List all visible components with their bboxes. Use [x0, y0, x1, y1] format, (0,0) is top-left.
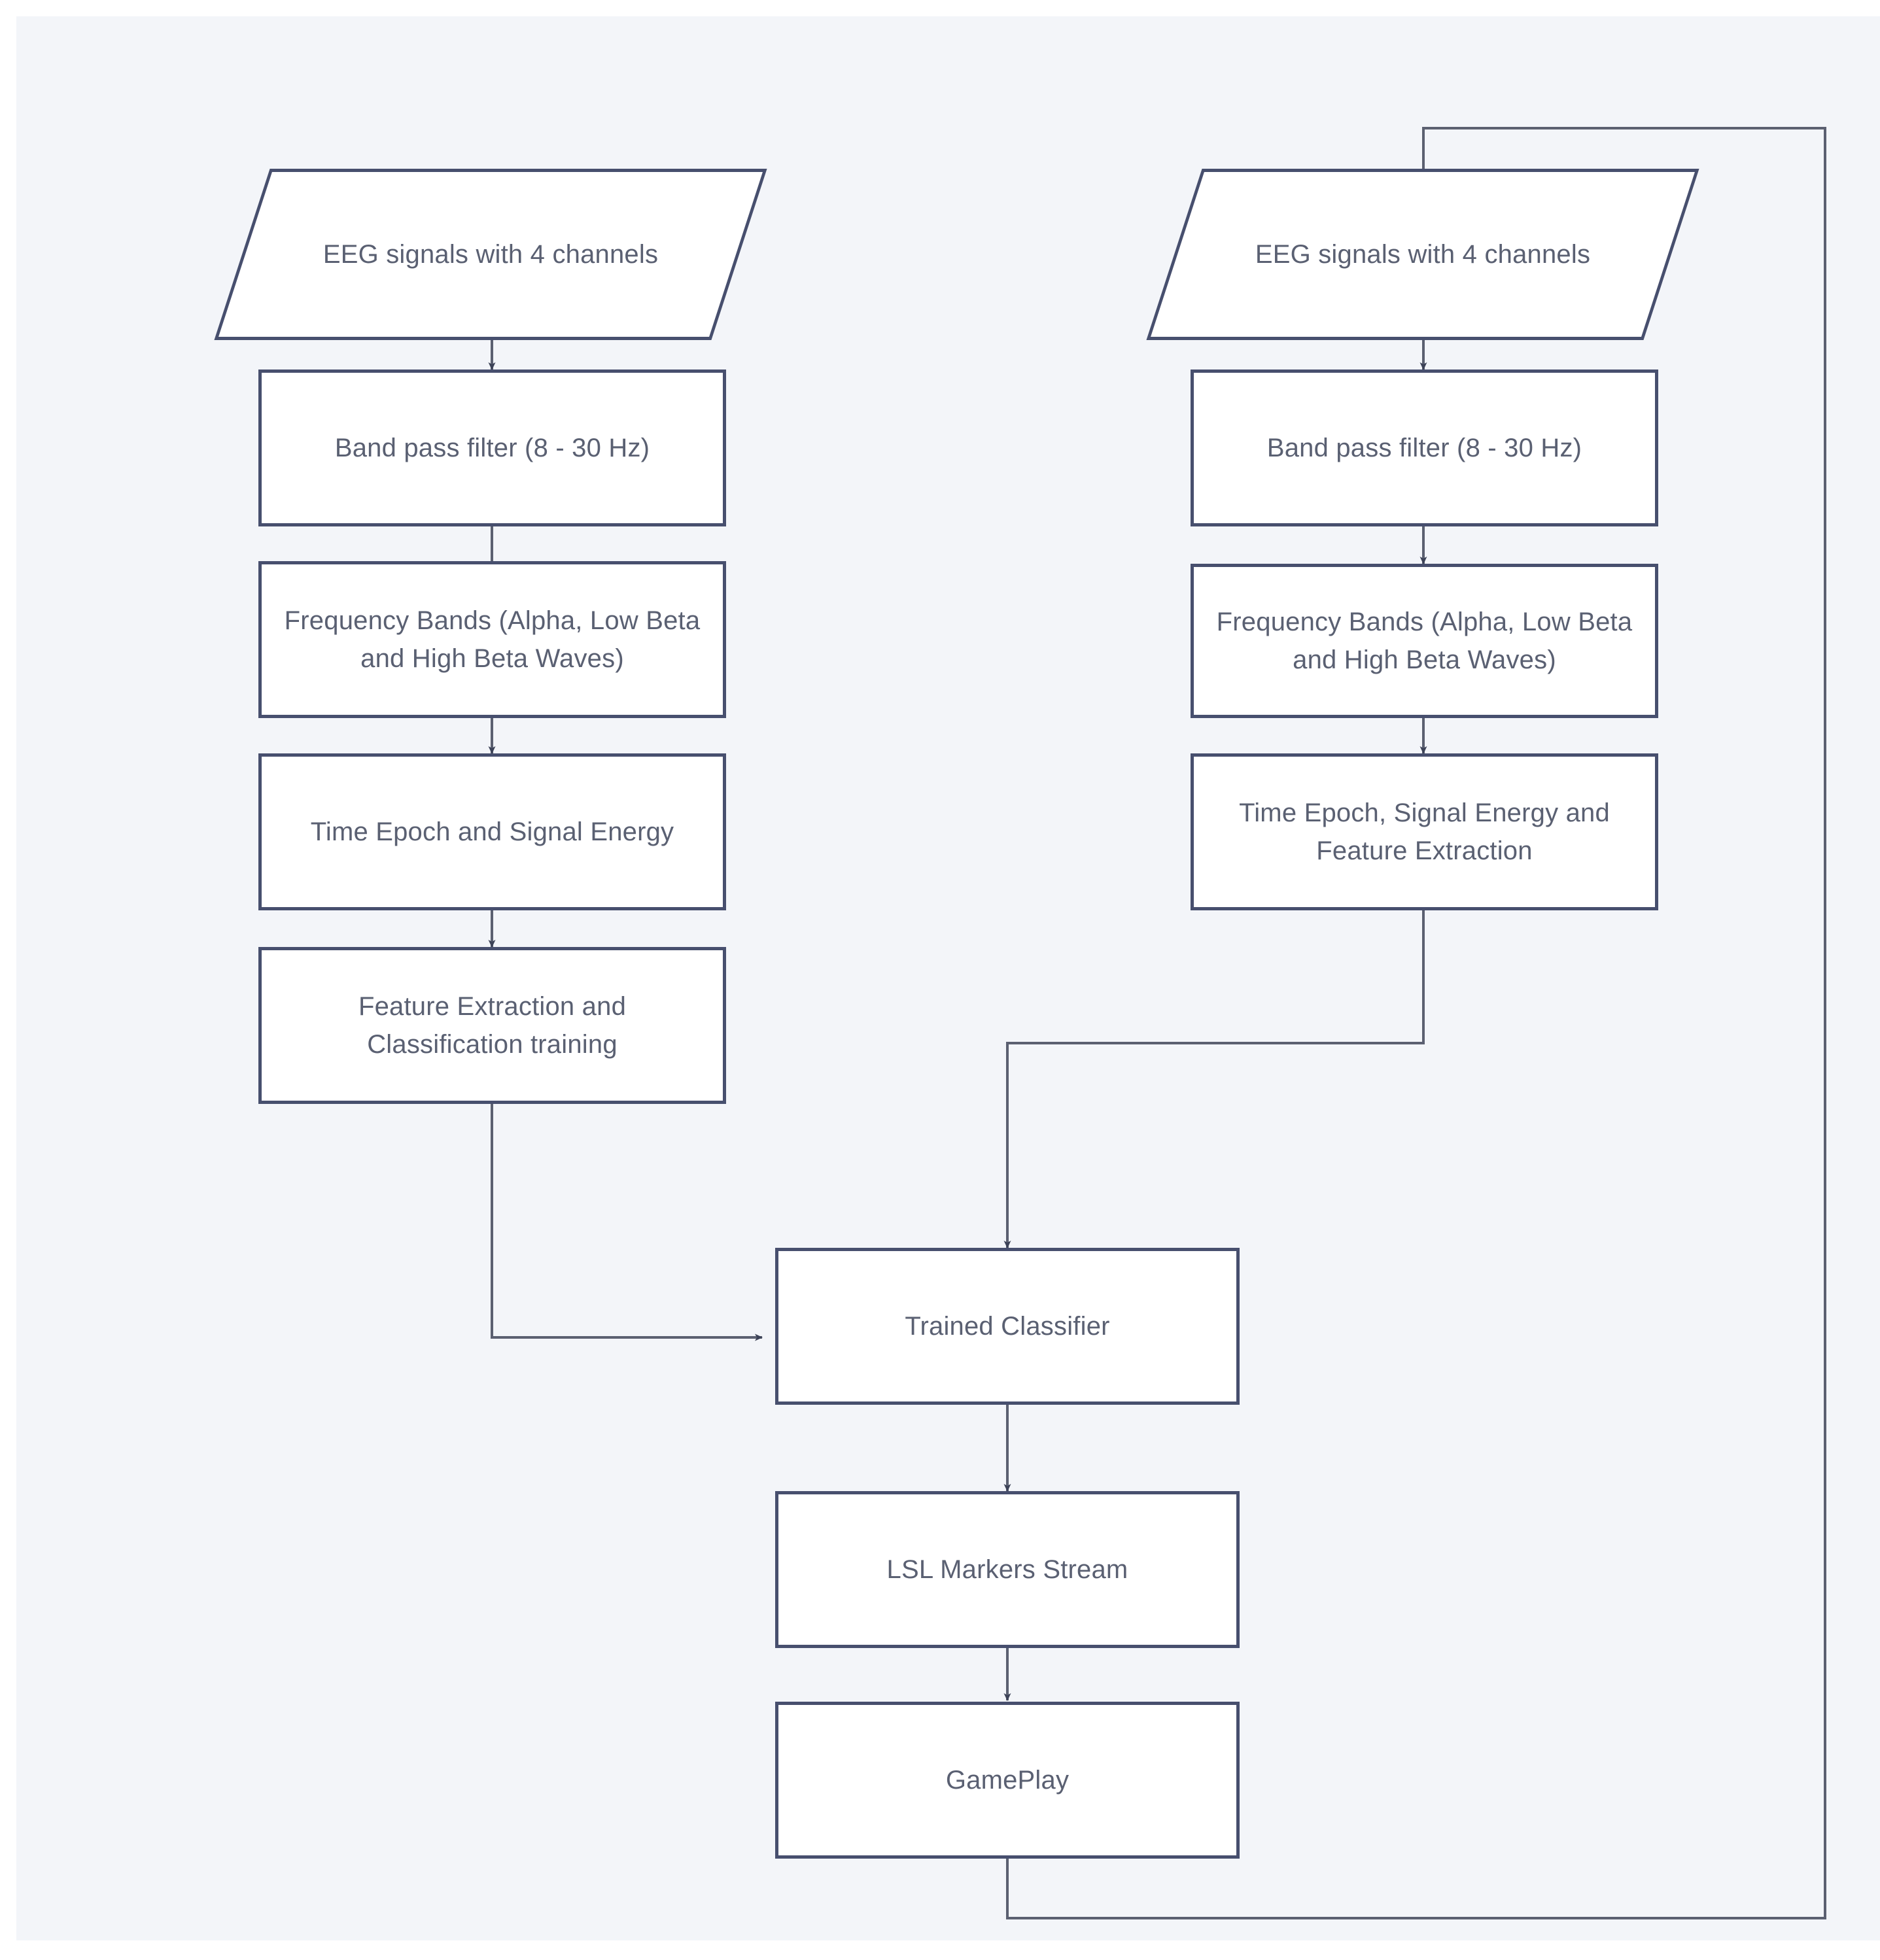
node-training-epoch[interactable]: Time Epoch and Signal Energy — [258, 753, 726, 910]
node-training-bandpass[interactable]: Band pass filter (8 - 30 Hz) — [258, 370, 726, 526]
node-training-input-label: EEG signals with 4 channels — [322, 240, 659, 269]
node-training-epoch-label: Time Epoch and Signal Energy — [310, 817, 674, 846]
node-live-epoch-label: Time Epoch, Signal Energy and Feature Ex… — [1239, 799, 1610, 865]
node-training-features-label: Feature Extraction and Classification tr… — [358, 992, 627, 1059]
node-gameplay[interactable]: GamePlay — [775, 1702, 1240, 1859]
node-training-features[interactable]: Feature Extraction and Classification tr… — [258, 947, 726, 1104]
node-classifier-label: Trained Classifier — [905, 1312, 1110, 1341]
node-classifier[interactable]: Trained Classifier — [775, 1248, 1240, 1405]
node-live-epoch[interactable]: Time Epoch, Signal Energy and Feature Ex… — [1191, 753, 1658, 910]
node-training-bands-label: Frequency Bands (Alpha, Low Beta and Hig… — [284, 606, 701, 673]
node-live-input-label: EEG signals with 4 channels — [1255, 240, 1591, 269]
node-training-bandpass-label: Band pass filter (8 - 30 Hz) — [334, 434, 650, 462]
node-training-bands[interactable]: Frequency Bands (Alpha, Low Beta and Hig… — [258, 561, 726, 718]
node-live-bands-label: Frequency Bands (Alpha, Low Beta and Hig… — [1216, 608, 1633, 674]
node-live-bands[interactable]: Frequency Bands (Alpha, Low Beta and Hig… — [1191, 564, 1658, 718]
node-live-bandpass-label: Band pass filter (8 - 30 Hz) — [1266, 434, 1582, 462]
node-gameplay-label: GamePlay — [945, 1766, 1070, 1795]
node-live-input[interactable]: EEG signals with 4 channels — [1146, 169, 1699, 340]
node-lsl-stream-label: LSL Markers Stream — [886, 1555, 1128, 1584]
node-lsl-stream[interactable]: LSL Markers Stream — [775, 1491, 1240, 1648]
node-training-input[interactable]: EEG signals with 4 channels — [214, 169, 767, 340]
node-live-bandpass[interactable]: Band pass filter (8 - 30 Hz) — [1191, 370, 1658, 526]
